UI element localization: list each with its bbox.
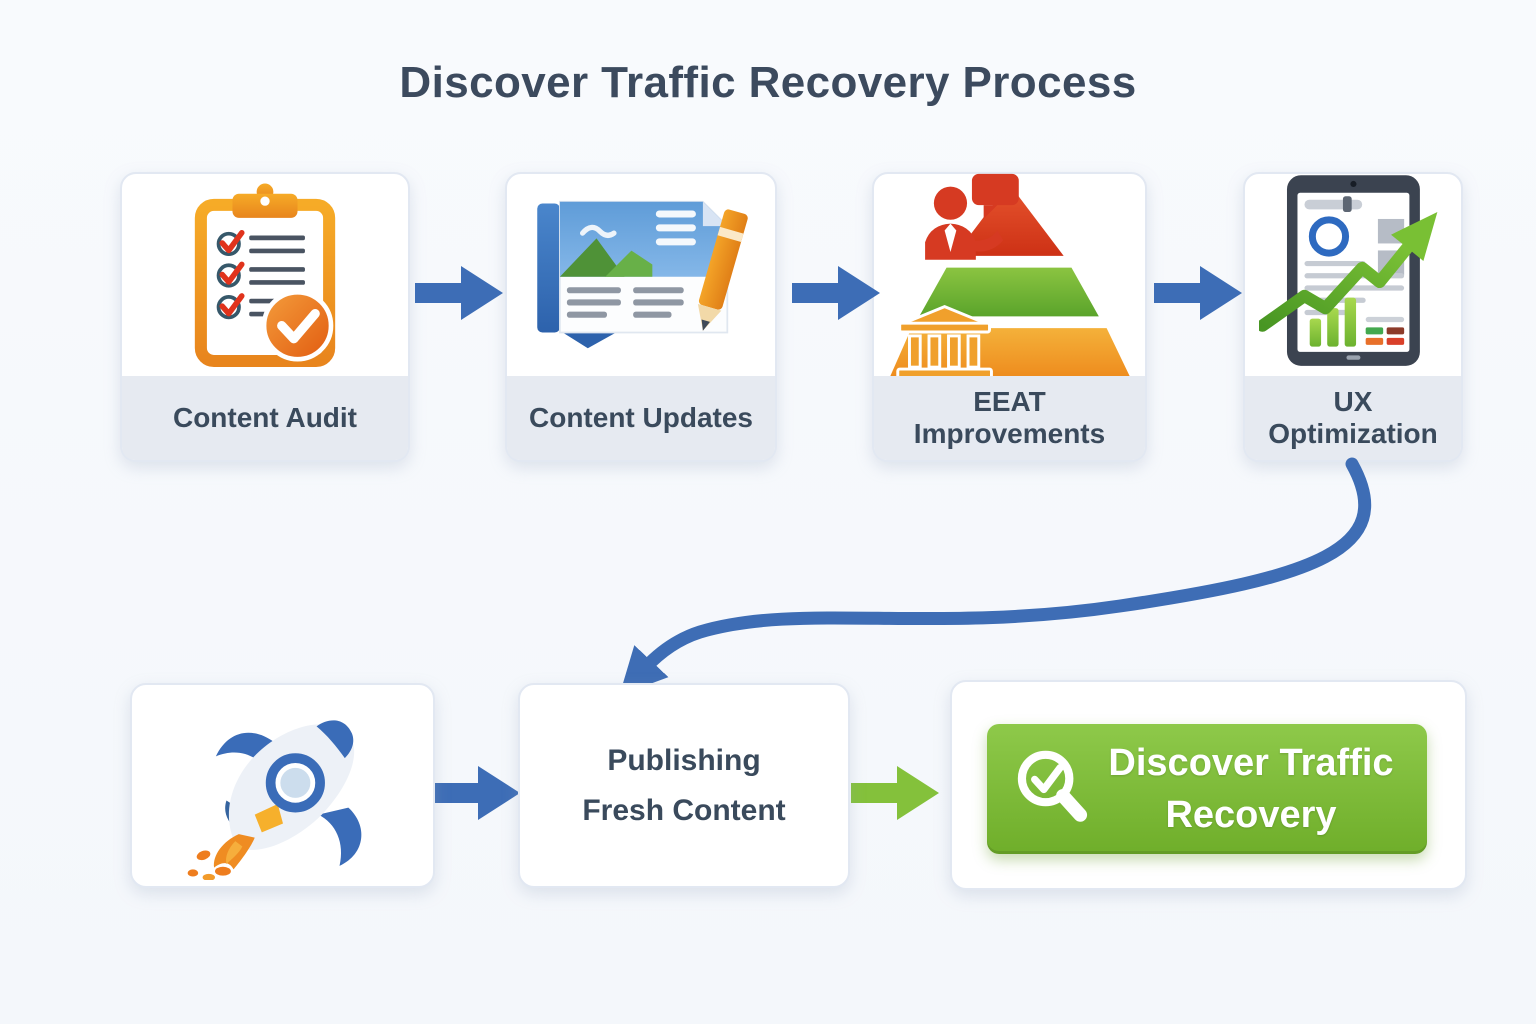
tablet-growth-chart-icon [1259,175,1438,366]
result-card: Discover Traffic Recovery [950,680,1467,890]
page-title: Discover Traffic Recovery Process [399,58,1137,107]
discover-traffic-recovery-button[interactable]: Discover Traffic Recovery [987,724,1427,854]
ux-icon-area [1245,174,1461,376]
magnifier-check-icon [1017,750,1088,822]
rocket-icon [187,719,361,881]
content-updates-icon-area [507,174,775,376]
arrow-right-icon [415,265,503,321]
arrow-right-icon [792,265,880,321]
publishing-line: Fresh Content [582,793,786,827]
arrow-right-green-icon [851,765,939,821]
step-card-publishing-fresh-content: Publishing Fresh Content [518,683,850,888]
document-edit-icon [537,200,748,349]
content-audit-icon-area [122,174,408,376]
arrow-right-icon [1154,265,1242,321]
eeat-icon-area [874,173,1145,380]
step-card-content-audit: Content Audit [120,172,410,462]
step-card-content-updates: Content Updates [505,172,777,462]
clipboard-checklist-icon [194,183,336,368]
step-card-launch [130,683,435,888]
publishing-line: Publishing [607,743,761,777]
authority-pyramid-icon [889,173,1130,380]
step-label: Content Updates [507,376,775,460]
button-label: Discover Traffic Recovery [1108,741,1394,836]
arrow-right-icon [432,765,520,821]
step-label: Content Audit [122,376,408,460]
